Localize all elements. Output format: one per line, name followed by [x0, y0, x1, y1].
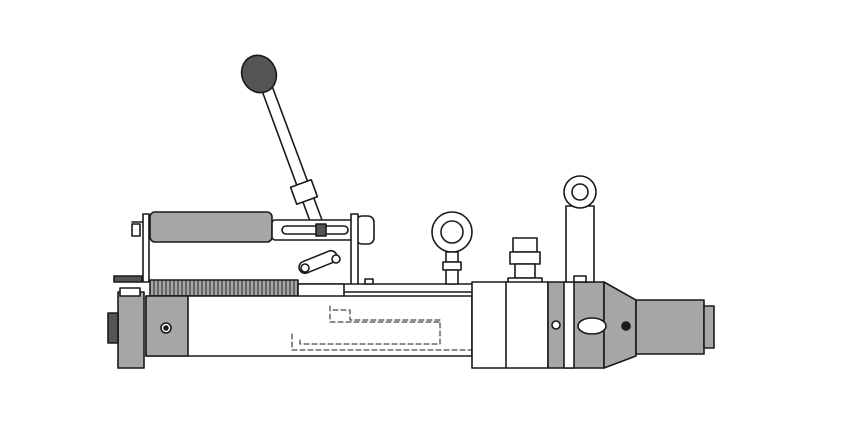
hidden-channel: [291, 305, 473, 351]
end-plate: [117, 291, 145, 369]
rail-nut: [364, 278, 374, 285]
relief-valve: [507, 237, 543, 285]
reservoir: [107, 275, 473, 369]
lever-shaft: [260, 85, 326, 233]
spring: [149, 279, 299, 297]
slot-nut: [315, 223, 327, 237]
flange: [471, 281, 549, 369]
grip-sleeve: [149, 211, 273, 243]
pump-lever: [240, 54, 326, 233]
nose-cone: [603, 281, 637, 369]
lever-sleeve: [289, 178, 319, 206]
cylinder-head: [471, 281, 715, 369]
right-post: [350, 213, 359, 287]
hook-bracket: [563, 175, 597, 283]
slot: [281, 225, 349, 235]
guide-assembly: [131, 211, 375, 287]
spring-coils: [153, 279, 295, 297]
tank-body: [145, 295, 473, 357]
lever-knob: [240, 54, 278, 94]
left-post: [142, 213, 150, 283]
lifting-eye: [431, 211, 473, 285]
nozzle: [635, 299, 705, 355]
rod-end-clip: [131, 223, 141, 237]
end-plate-bolt: [107, 312, 119, 344]
